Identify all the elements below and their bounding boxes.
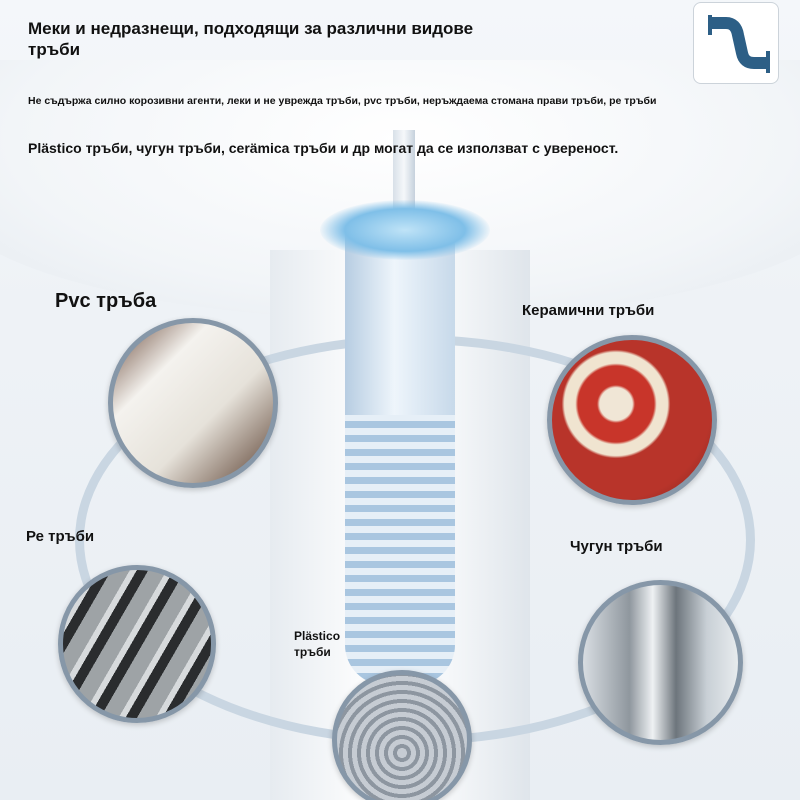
pipe-bend-icon <box>693 2 779 84</box>
description-line-2: Plästico тръби, чугун тръби, cerämica тр… <box>28 140 619 156</box>
pe-pipe-photo <box>58 565 216 723</box>
label-plastic: Plästico тръби <box>294 629 341 659</box>
corrugated-drain-pipe <box>345 225 455 685</box>
label-pe: Ре тръби <box>26 528 95 545</box>
headline: Меки и недразнещи, подходящи за различни… <box>28 19 474 59</box>
pvc-pipe-photo <box>108 318 278 488</box>
plastic-hose-photo <box>332 670 472 800</box>
ceramic-pipe-photo <box>547 335 717 505</box>
water-splash <box>320 200 490 260</box>
description-line-1: Не съдържа силно корозивни агенти, леки … <box>28 95 657 107</box>
label-ceramic: Керамични тръби <box>522 302 655 319</box>
label-cast-iron: Чугун тръби <box>570 538 663 555</box>
cast-iron-pipe-photo <box>578 580 743 745</box>
label-pvc: Pvc тръба <box>55 290 157 312</box>
